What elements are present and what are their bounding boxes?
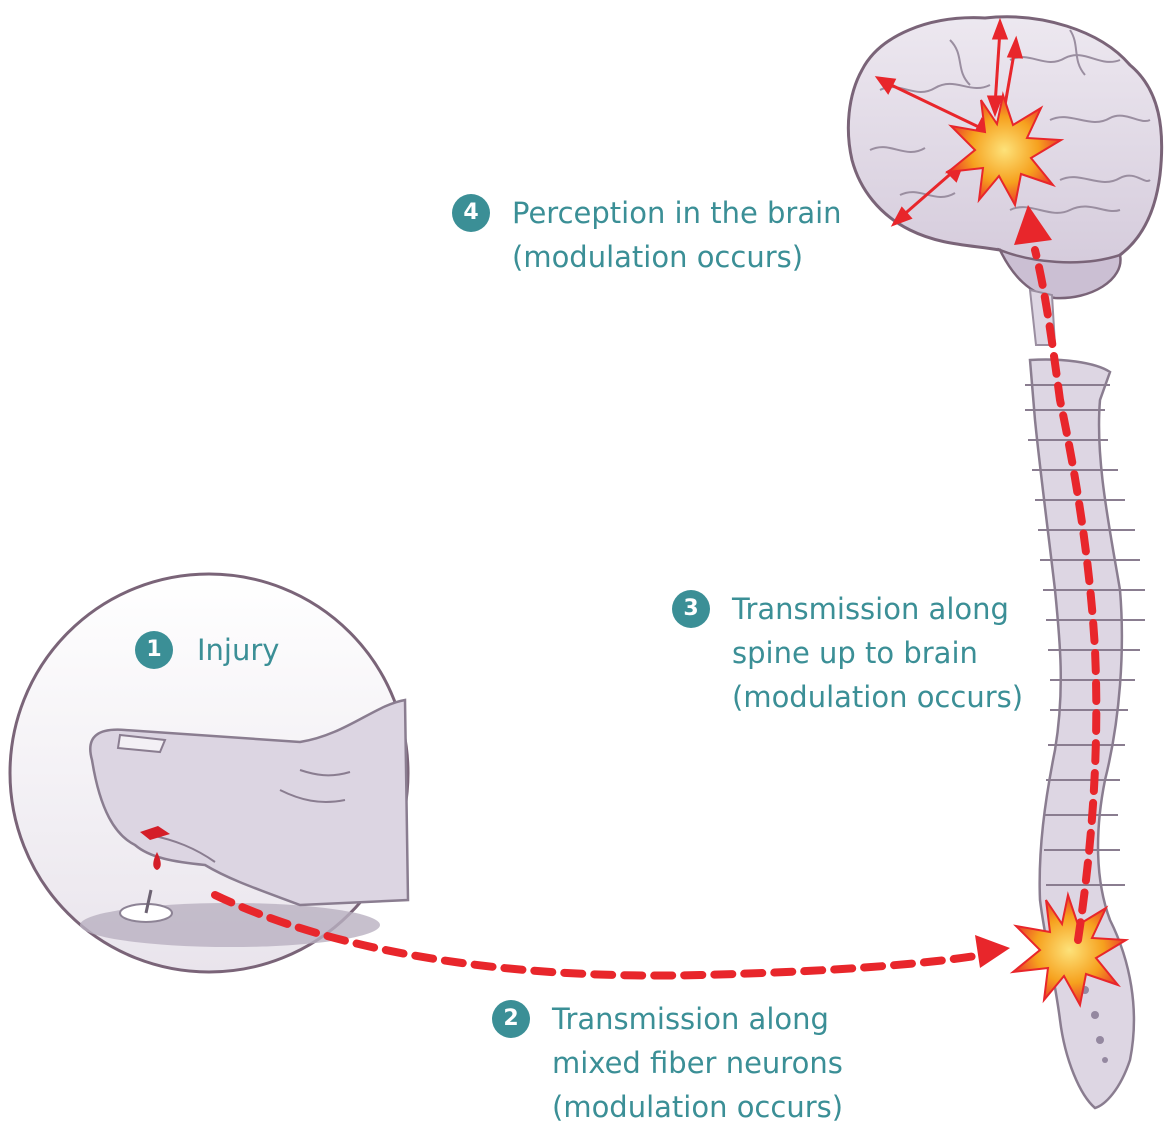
step-number-badge: 1 (135, 631, 173, 669)
step-injury: 1 Injury (135, 628, 279, 672)
step-transmission-nerves: 2 Transmission along mixed fiber neurons… (492, 997, 843, 1129)
step-label-line: spine up to brain (732, 631, 1023, 675)
step-label-line: Transmission along (732, 587, 1023, 631)
step-label-line: (modulation occurs) (552, 1085, 843, 1129)
step-number-badge: 4 (452, 194, 490, 232)
step-number-badge: 3 (672, 590, 710, 628)
step-label-line: Transmission along (552, 997, 843, 1041)
step-perception-brain: 4 Perception in the brain (modulation oc… (452, 191, 842, 279)
step-label-line: mixed fiber neurons (552, 1041, 843, 1085)
step-label-line: (modulation occurs) (732, 675, 1023, 719)
step-label-line: Injury (197, 628, 279, 672)
step-label-line: (modulation occurs) (512, 235, 842, 279)
step-label-line: Perception in the brain (512, 191, 842, 235)
step-number-badge: 2 (492, 1000, 530, 1038)
step-transmission-spine: 3 Transmission along spine up to brain (… (672, 587, 1023, 719)
spine-icon (1025, 360, 1145, 1109)
